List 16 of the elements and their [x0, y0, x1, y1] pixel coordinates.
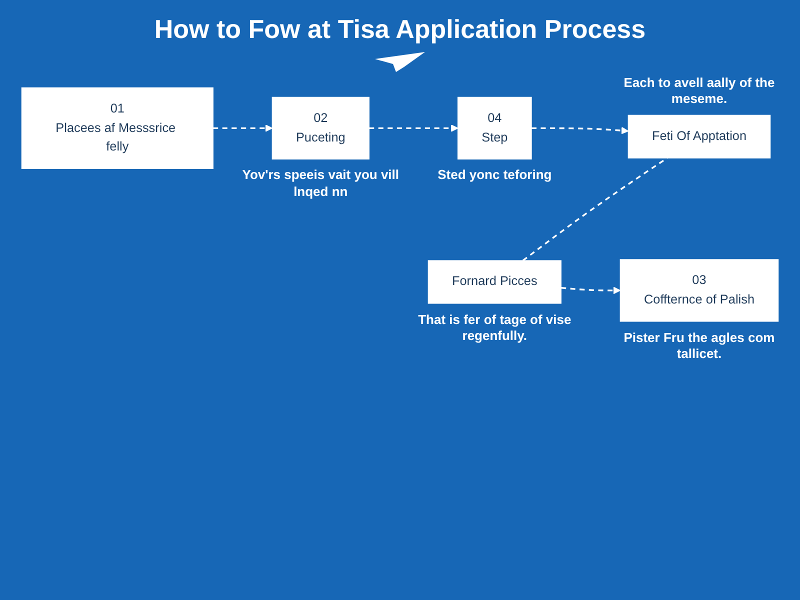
caption-text: Each to avell aally of the meseme. — [622, 74, 776, 108]
caption-text: That is fer of tage of vise regenfully. — [417, 312, 572, 344]
process-box: 02 Puceting — [272, 97, 370, 160]
dashed-arrow — [531, 127, 629, 134]
diagram-title: How to Fow at Tisa Application Process — [154, 14, 646, 46]
caption-text: Pister Fru the agles com tallicet. — [622, 330, 776, 362]
caption-text: Sted yonc teforing — [436, 167, 553, 184]
process-box: Fornard Picces — [428, 260, 562, 304]
caption-text: Yov'rs speeis vait you vill lnqed nn — [241, 167, 400, 200]
dashed-arrow — [560, 286, 621, 294]
process-box: 04 Step — [458, 97, 532, 160]
dashed-arrow — [369, 124, 458, 132]
dashed-arrow — [213, 124, 273, 132]
process-box: 03 Coffternce of Palish — [620, 259, 779, 322]
process-box: Feti Of Apptation — [628, 115, 771, 159]
process-box: 01 Placees af Messsrice felly — [21, 88, 214, 170]
